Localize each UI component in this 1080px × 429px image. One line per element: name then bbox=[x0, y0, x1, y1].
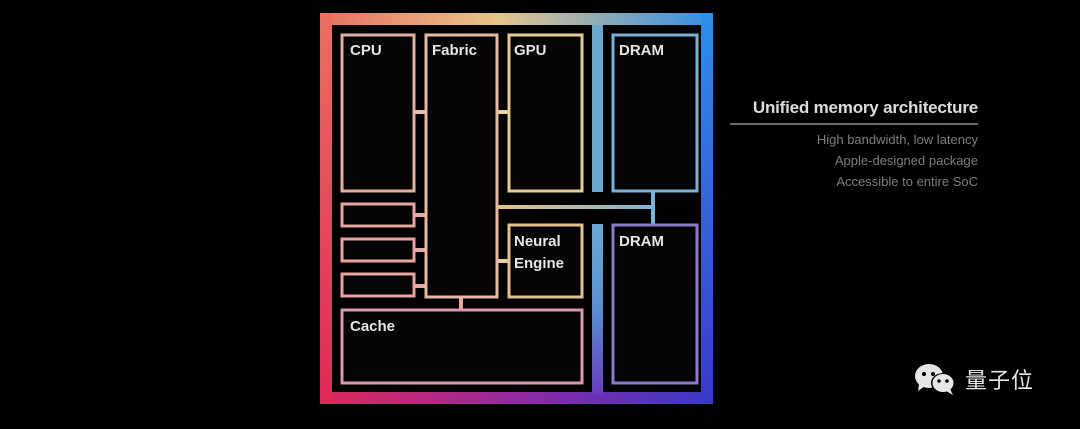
feature-item: Accessible to entire SoC bbox=[836, 174, 978, 189]
gpu-block bbox=[507, 33, 584, 193]
gpu-label: GPU bbox=[514, 42, 547, 59]
small-block-2 bbox=[340, 237, 416, 263]
small-block-3 bbox=[340, 272, 416, 298]
divider-top bbox=[592, 25, 603, 192]
cache-label: Cache bbox=[350, 318, 395, 335]
feature-item: High bandwidth, low latency bbox=[816, 132, 978, 147]
connector-fabric-gpu bbox=[497, 110, 509, 114]
watermark: 量子位 bbox=[913, 362, 1034, 396]
fabric-block bbox=[424, 33, 499, 299]
small-block-1 bbox=[340, 202, 416, 228]
fabric-label: Fabric bbox=[432, 42, 477, 59]
dram-bottom-label: DRAM bbox=[619, 233, 664, 250]
dram-top-label: DRAM bbox=[619, 42, 664, 59]
side-panel: Unified memory architecture High bandwid… bbox=[700, 96, 978, 192]
frame-bottom bbox=[320, 392, 713, 404]
neural-label-line1: Neural bbox=[514, 233, 561, 250]
divider-bottom bbox=[592, 224, 603, 394]
cpu-block bbox=[340, 33, 416, 193]
frame-left bbox=[320, 13, 332, 404]
neural-label-line2: Engine bbox=[514, 255, 564, 272]
frame-right bbox=[701, 13, 713, 404]
wechat-icon bbox=[915, 364, 955, 395]
connector-small1-fabric bbox=[414, 213, 426, 217]
neural-engine-block bbox=[507, 223, 584, 299]
cache-block bbox=[340, 308, 584, 385]
connector-cpu-fabric bbox=[414, 110, 426, 114]
feature-item: Apple-designed package bbox=[834, 153, 978, 168]
dram-bottom-block bbox=[611, 223, 699, 385]
connector-fabric-cache bbox=[459, 297, 463, 309]
memory-bus bbox=[497, 205, 655, 209]
title-underline bbox=[730, 123, 978, 125]
connector-small3-fabric bbox=[414, 284, 426, 288]
dram-top-block bbox=[611, 33, 699, 193]
cpu-label: CPU bbox=[350, 42, 382, 59]
side-panel-title: Unified memory architecture bbox=[752, 98, 978, 117]
frame-top bbox=[320, 13, 713, 25]
connector-small2-fabric bbox=[414, 248, 426, 252]
connector-bus-dram bbox=[651, 191, 655, 225]
connector-fabric-neural bbox=[497, 259, 509, 263]
watermark-text: 量子位 bbox=[965, 369, 1035, 394]
